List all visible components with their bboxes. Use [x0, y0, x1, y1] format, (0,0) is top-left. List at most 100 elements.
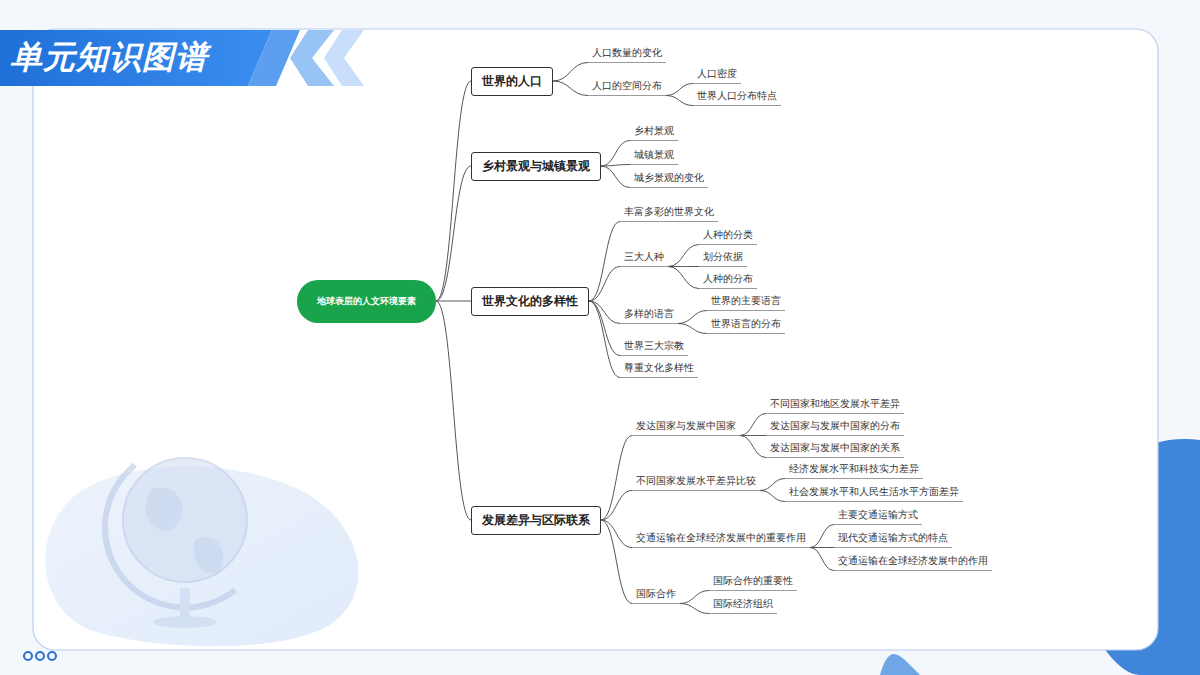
sub-topic: 发达国家与发展中国家的关系: [766, 442, 904, 458]
main-branch-box: 发展差异与区际联系: [471, 506, 601, 535]
sub-topic: 不同国家发展水平差异比较: [632, 475, 760, 491]
sub-topic: 划分依据: [699, 251, 747, 267]
sub-topic: 乡村景观: [630, 125, 678, 141]
sub-topic: 多样的语言: [620, 308, 678, 324]
main-branch-box: 世界文化的多样性: [471, 287, 589, 316]
title-banner: [0, 30, 272, 86]
branch-connector: [436, 301, 471, 520]
branch-connector: [601, 520, 632, 604]
branch-connector: [601, 166, 630, 188]
topic-text: 人种的分布: [703, 273, 753, 285]
branch-connector: [668, 267, 699, 289]
corner-wave: [880, 654, 920, 675]
sub-topic: 人种的分布: [699, 273, 757, 289]
content-panel: [33, 29, 1158, 650]
topic-text: 经济发展水平和科技实力差异: [789, 463, 919, 475]
sub-topic: 世界三大宗教: [620, 340, 688, 356]
topic-text: 发展差异与区际联系: [482, 512, 590, 529]
topic-text: 尊重文化多样性: [624, 362, 694, 374]
branch-connector: [601, 141, 630, 167]
sub-topic: 主要交通运输方式: [834, 509, 922, 525]
banner-chevron: [324, 58, 364, 86]
sub-topic: 城镇景观: [630, 149, 678, 165]
topic-text: 世界人口分布特点: [697, 90, 777, 102]
topic-text: 人种的分类: [703, 229, 753, 241]
topic-text: 世界文化的多样性: [482, 293, 578, 310]
sub-topic: 丰富多彩的世界文化: [620, 206, 718, 222]
topic-text: 发达国家与发展中国家的关系: [770, 442, 900, 454]
branch-connector: [810, 548, 834, 571]
topic-text: 城乡景观的变化: [634, 172, 704, 184]
branch-connector: [760, 479, 785, 491]
topic-text: 多样的语言: [624, 308, 674, 320]
central-topic: 地球表层的人文环境要素: [297, 280, 436, 323]
branch-connector: [678, 311, 707, 324]
branch-connector: [601, 165, 630, 167]
main-branch-box: 世界的人口: [471, 67, 553, 96]
main-branch-box: 乡村景观与城镇景观: [471, 152, 601, 181]
branch-connector: [740, 436, 766, 458]
sub-topic: 交通运输在全球经济发展中的作用: [834, 555, 992, 571]
topic-text: 乡村景观与城镇景观: [482, 158, 590, 175]
sub-topic: 人口数量的变化: [588, 47, 666, 63]
branch-connector: [680, 591, 709, 604]
branch-connector: [589, 267, 620, 302]
topic-text: 世界的主要语言: [711, 295, 781, 307]
sub-topic: 经济发展水平和科技实力差异: [785, 463, 923, 479]
topic-text: 丰富多彩的世界文化: [624, 206, 714, 218]
sub-topic: 三大人种: [620, 251, 668, 267]
branch-connector: [666, 96, 693, 106]
sub-topic: 发达国家与发展中国家的分布: [766, 420, 904, 436]
topic-text: 国际合作的重要性: [713, 575, 793, 587]
branch-connector: [436, 166, 471, 301]
topic-text: 发达国家与发展中国家: [636, 420, 736, 432]
branch-connector: [678, 324, 707, 334]
branch-connector: [589, 222, 620, 302]
sub-topic: 国际合作的重要性: [709, 575, 797, 591]
branch-connector: [589, 301, 620, 378]
branch-connector: [553, 81, 588, 96]
sub-topic: 城乡景观的变化: [630, 172, 708, 188]
globe-illustration: [105, 458, 247, 628]
branch-connector: [601, 491, 632, 521]
topic-text: 国际合作: [636, 588, 676, 600]
topic-text: 乡村景观: [634, 125, 674, 137]
branch-connector: [760, 491, 785, 502]
topic-text: 现代交通运输方式的特点: [838, 532, 948, 544]
topic-text: 城镇景观: [634, 149, 674, 161]
topic-text: 世界的人口: [482, 73, 542, 90]
branch-connector: [666, 84, 693, 96]
topic-text: 三大人种: [624, 251, 664, 263]
topic-text: 划分依据: [703, 251, 743, 263]
sub-topic: 人口密度: [693, 68, 741, 84]
sub-topic: 国际经济组织: [709, 598, 777, 614]
sub-topic: 尊重文化多样性: [620, 362, 698, 378]
banner-chevron: [324, 30, 364, 58]
topic-text: 地球表层的人文环境要素: [317, 295, 416, 308]
topic-text: 不同国家发展水平差异比较: [636, 475, 756, 487]
sub-topic: 人口的空间分布: [588, 80, 666, 96]
topic-text: 人口的空间分布: [592, 80, 662, 92]
sub-topic: 社会发展水平和人民生活水平方面差异: [785, 486, 963, 502]
sub-topic: 不同国家和地区发展水平差异: [766, 398, 904, 414]
branch-connector: [680, 604, 709, 614]
topic-text: 人口密度: [697, 68, 737, 80]
branch-connector: [601, 520, 632, 548]
sub-topic: 国际合作: [632, 588, 680, 604]
sub-topic: 世界的主要语言: [707, 295, 785, 311]
branch-connector: [668, 245, 699, 267]
topic-text: 世界语言的分布: [711, 318, 781, 330]
topic-text: 国际经济组织: [713, 598, 773, 610]
topic-text: 交通运输在全球经济发展中的作用: [838, 555, 988, 567]
sub-topic: 现代交通运输方式的特点: [834, 532, 952, 548]
topic-text: 发达国家与发展中国家的分布: [770, 420, 900, 432]
branch-connector: [810, 525, 834, 548]
topic-text: 主要交通运输方式: [838, 509, 918, 521]
branch-connector: [436, 301, 471, 302]
page-title: 单元知识图谱: [10, 36, 208, 80]
branch-connector: [740, 414, 766, 436]
sub-topic: 交通运输在全球经济发展中的重要作用: [632, 532, 810, 548]
branch-connector: [589, 301, 620, 356]
